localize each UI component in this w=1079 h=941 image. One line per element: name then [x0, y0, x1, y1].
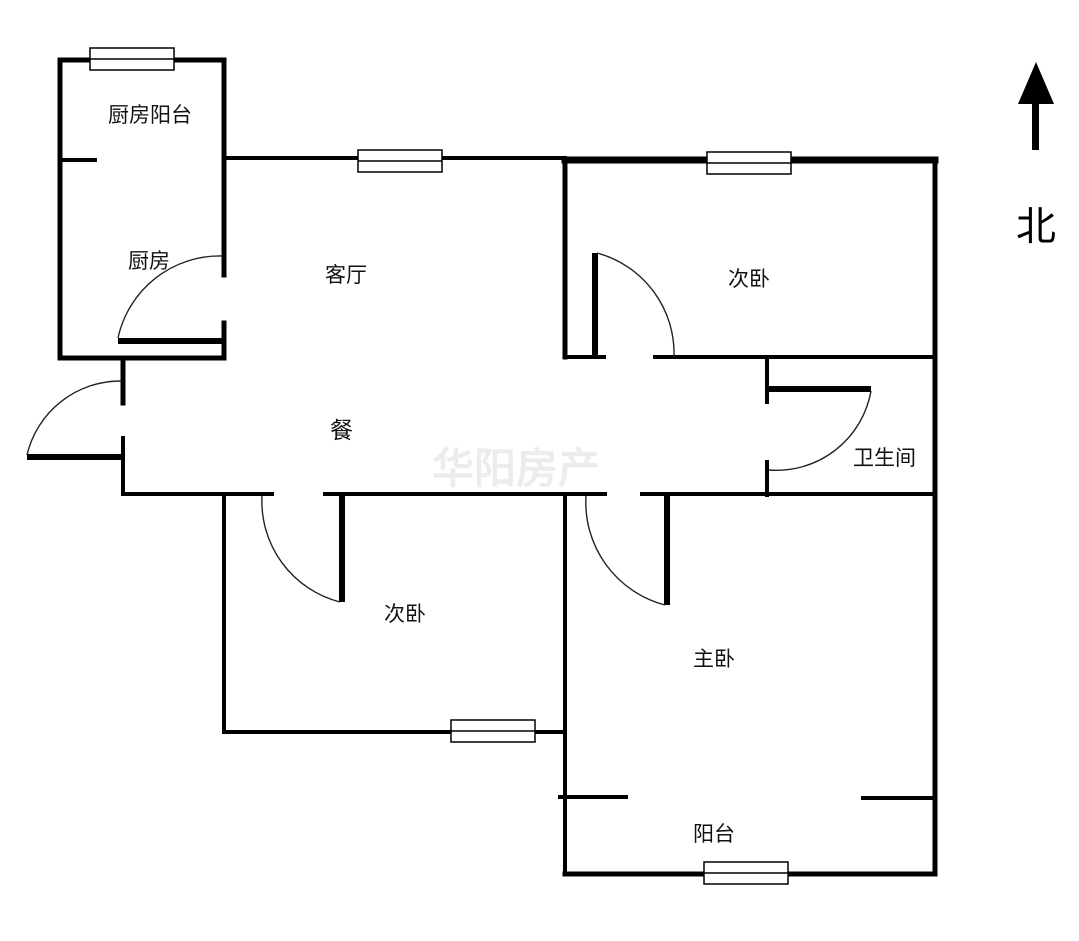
room-label-balcony: 阳台 [693, 822, 735, 846]
door-master-bedroom[interactable] [585, 495, 670, 606]
room-label-bathroom: 卫生间 [853, 446, 916, 470]
door-secondary-bedroom-north[interactable] [592, 252, 675, 358]
window-secondary-bedroom-north [706, 151, 792, 175]
door-bathroom[interactable] [767, 386, 872, 471]
room-label-master-bedroom: 主卧 [693, 647, 735, 671]
north-indicator: 北 [1016, 62, 1056, 250]
north-arrow-icon [1018, 62, 1054, 150]
door-kitchen[interactable] [117, 255, 223, 344]
room-label-kitchen: 厨房 [128, 249, 170, 273]
windows [89, 47, 792, 885]
window-balcony [703, 861, 789, 885]
north-label: 北 [1016, 204, 1056, 250]
room-label-secondary-bedroom-south: 次卧 [384, 602, 426, 626]
room-labels: 厨房阳台 厨房 客厅 餐 次卧 卫生间 次卧 主卧 阳台 [108, 103, 916, 846]
watermark: 华阳房产 [432, 444, 600, 493]
window-kitchen-balcony [89, 47, 175, 71]
window-secondary-bedroom-south [450, 719, 536, 743]
room-label-dining: 餐 [330, 418, 353, 444]
room-label-secondary-bedroom-north: 次卧 [728, 267, 770, 291]
window-living-room [357, 149, 443, 173]
door-secondary-bedroom-south[interactable] [261, 495, 345, 603]
door-entry[interactable] [26, 380, 123, 460]
room-label-kitchen-balcony: 厨房阳台 [108, 103, 192, 127]
room-label-living-room: 客厅 [325, 263, 367, 287]
